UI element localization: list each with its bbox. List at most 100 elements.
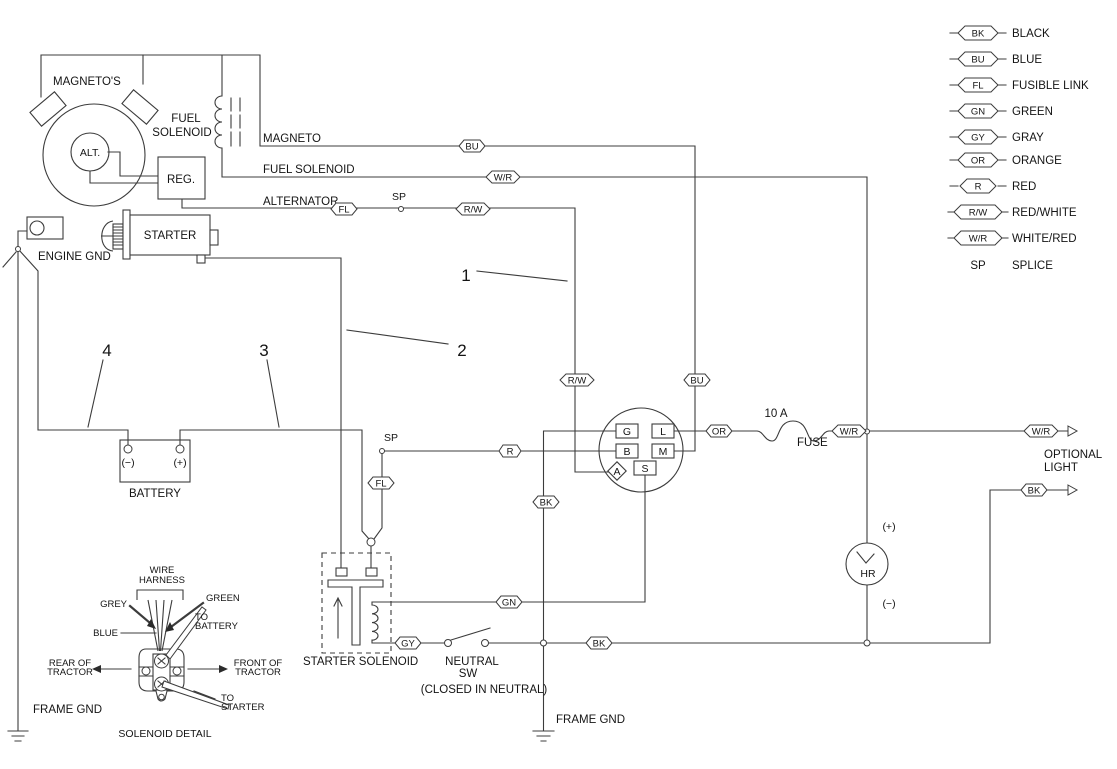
svg-text:W/R: W/R [969, 234, 988, 245]
legend: BK BLACK BU BLUE FL FUSIBLE LINK GN GREE… [947, 25, 1089, 272]
starter-body [129, 214, 211, 256]
legend-label-5: ORANGE [1012, 155, 1062, 167]
fuse-label: FUSE [797, 437, 828, 449]
wire-harness-label-1: WIRE [150, 565, 175, 576]
magnetos-label: MAGNETO'S [53, 76, 121, 88]
svg-text:OR: OR [712, 427, 726, 438]
svg-text:W/R: W/R [1032, 427, 1051, 438]
svg-text:GY: GY [971, 133, 985, 144]
svg-text:R/W: R/W [568, 376, 587, 387]
wire-fl-splice [370, 452, 383, 569]
legend-tag-4: GY [957, 129, 999, 145]
fuel-solenoid-wire-label: FUEL SOLENOID [263, 164, 355, 176]
svg-text:R: R [975, 182, 982, 193]
junction-bk-mid [540, 639, 547, 647]
callout-3: 3 [259, 341, 268, 360]
engine-gnd-hole [29, 220, 45, 236]
key-terminal-b [615, 443, 639, 459]
svg-text:BU: BU [971, 55, 984, 66]
to-battery-label-1: TO [195, 612, 208, 623]
wire-alternator-rw [181, 198, 609, 473]
starter-commutator-hatch [112, 226, 124, 246]
wire-s-gn [371, 474, 646, 606]
legend-tag-0: BK [957, 25, 999, 41]
solenoid-detail: WIRE HARNESS GREY GREEN BLUE TO BATTERY … [47, 565, 282, 740]
green-label: GREEN [206, 593, 240, 604]
ground-symbol-left [7, 730, 29, 742]
neutral-sw-contact-left [444, 639, 452, 647]
tag-wr-fuse: W/R [831, 424, 867, 438]
tag-gn-s: GN [495, 595, 523, 609]
tag-rw-alt: R/W [455, 202, 491, 216]
wire-battery-neg [18, 249, 129, 446]
regulator-label: REG. [167, 174, 195, 186]
fuel-solenoid-label-2: SOLENOID [152, 127, 211, 139]
solenoid-plunger [327, 579, 384, 646]
fuel-solenoid-coil [214, 95, 223, 149]
callout-2-line [346, 329, 449, 345]
alternator-circle [70, 132, 110, 172]
legend-label-3: GREEN [1012, 106, 1053, 118]
engine-gnd-label: ENGINE GND [38, 251, 111, 263]
legend-tag-5: OR [957, 152, 999, 168]
tag-bk-light: BK [1020, 483, 1048, 497]
tag-fl-alt: FL [330, 202, 358, 216]
front-label-1: FRONT OF [234, 658, 283, 669]
wire-starter-solenoid [204, 257, 342, 569]
tag-wr-fuel: W/R [485, 170, 521, 184]
legend-tag-1: BU [957, 51, 999, 67]
tag-r-b: R [498, 444, 522, 458]
wire-harness-label-2: HARNESS [139, 575, 185, 586]
regulator-box [157, 156, 206, 200]
key-g-label: G [623, 426, 631, 438]
hour-meter-pos: (+) [882, 521, 895, 533]
callout-2: 2 [457, 341, 466, 360]
legend-label-7: RED/WHITE [1012, 207, 1077, 219]
front-arrowhead [219, 665, 228, 673]
svg-text:W/R: W/R [840, 427, 859, 438]
alternator-label: ALT. [80, 147, 100, 159]
magneto-wire-label: MAGNETO [263, 133, 321, 145]
wire-fuel-solenoid-wr [221, 54, 868, 433]
legend-tag-8: W/R [953, 230, 1003, 246]
splice-alt-point [398, 206, 404, 212]
solenoid-body [138, 648, 185, 702]
ground-symbol-mid [532, 730, 555, 742]
green-arrowhead [165, 622, 174, 632]
svg-text:BK: BK [540, 498, 553, 509]
connector-bk-icon [1067, 484, 1079, 496]
callout-4: 4 [102, 341, 111, 360]
tag-bk-g: BK [532, 495, 560, 509]
solenoid-coil [371, 604, 379, 641]
to-starter-label-1: TO [221, 693, 234, 704]
legend-label-9: SPLICE [1012, 260, 1053, 272]
starter-label: STARTER [144, 230, 197, 242]
tag-bu-magneto: BU [458, 139, 486, 153]
splice-alt-label: SP [392, 191, 406, 203]
svg-text:BU: BU [690, 376, 703, 387]
wire-engine-gnd [17, 230, 28, 731]
rear-arrowhead [92, 665, 101, 673]
key-switch [598, 407, 684, 493]
svg-text:GN: GN [971, 107, 985, 118]
svg-text:FL: FL [972, 81, 983, 92]
hour-meter-hands [856, 551, 875, 564]
fuse-rating-label: 10 A [764, 408, 787, 420]
wire-alt-reg-1 [107, 151, 159, 177]
starter-solenoid-box [321, 552, 392, 654]
green-pointer [169, 601, 205, 629]
key-terminal-l [651, 423, 675, 439]
svg-text:R/W: R/W [969, 208, 988, 219]
legend-label-0: BLACK [1012, 28, 1050, 40]
harness-bracket [136, 589, 184, 600]
solenoid-terminal-2 [365, 567, 378, 577]
callout-4-line [87, 359, 104, 428]
legend-tag-2: FL [957, 77, 999, 93]
battery-box [119, 439, 191, 483]
connector-wr-icon [1067, 425, 1079, 437]
grey-arrowhead [147, 619, 156, 629]
legend-tag-9: SP [970, 260, 986, 272]
legend-label-6: RED [1012, 181, 1036, 193]
callout-1: 1 [461, 266, 470, 285]
